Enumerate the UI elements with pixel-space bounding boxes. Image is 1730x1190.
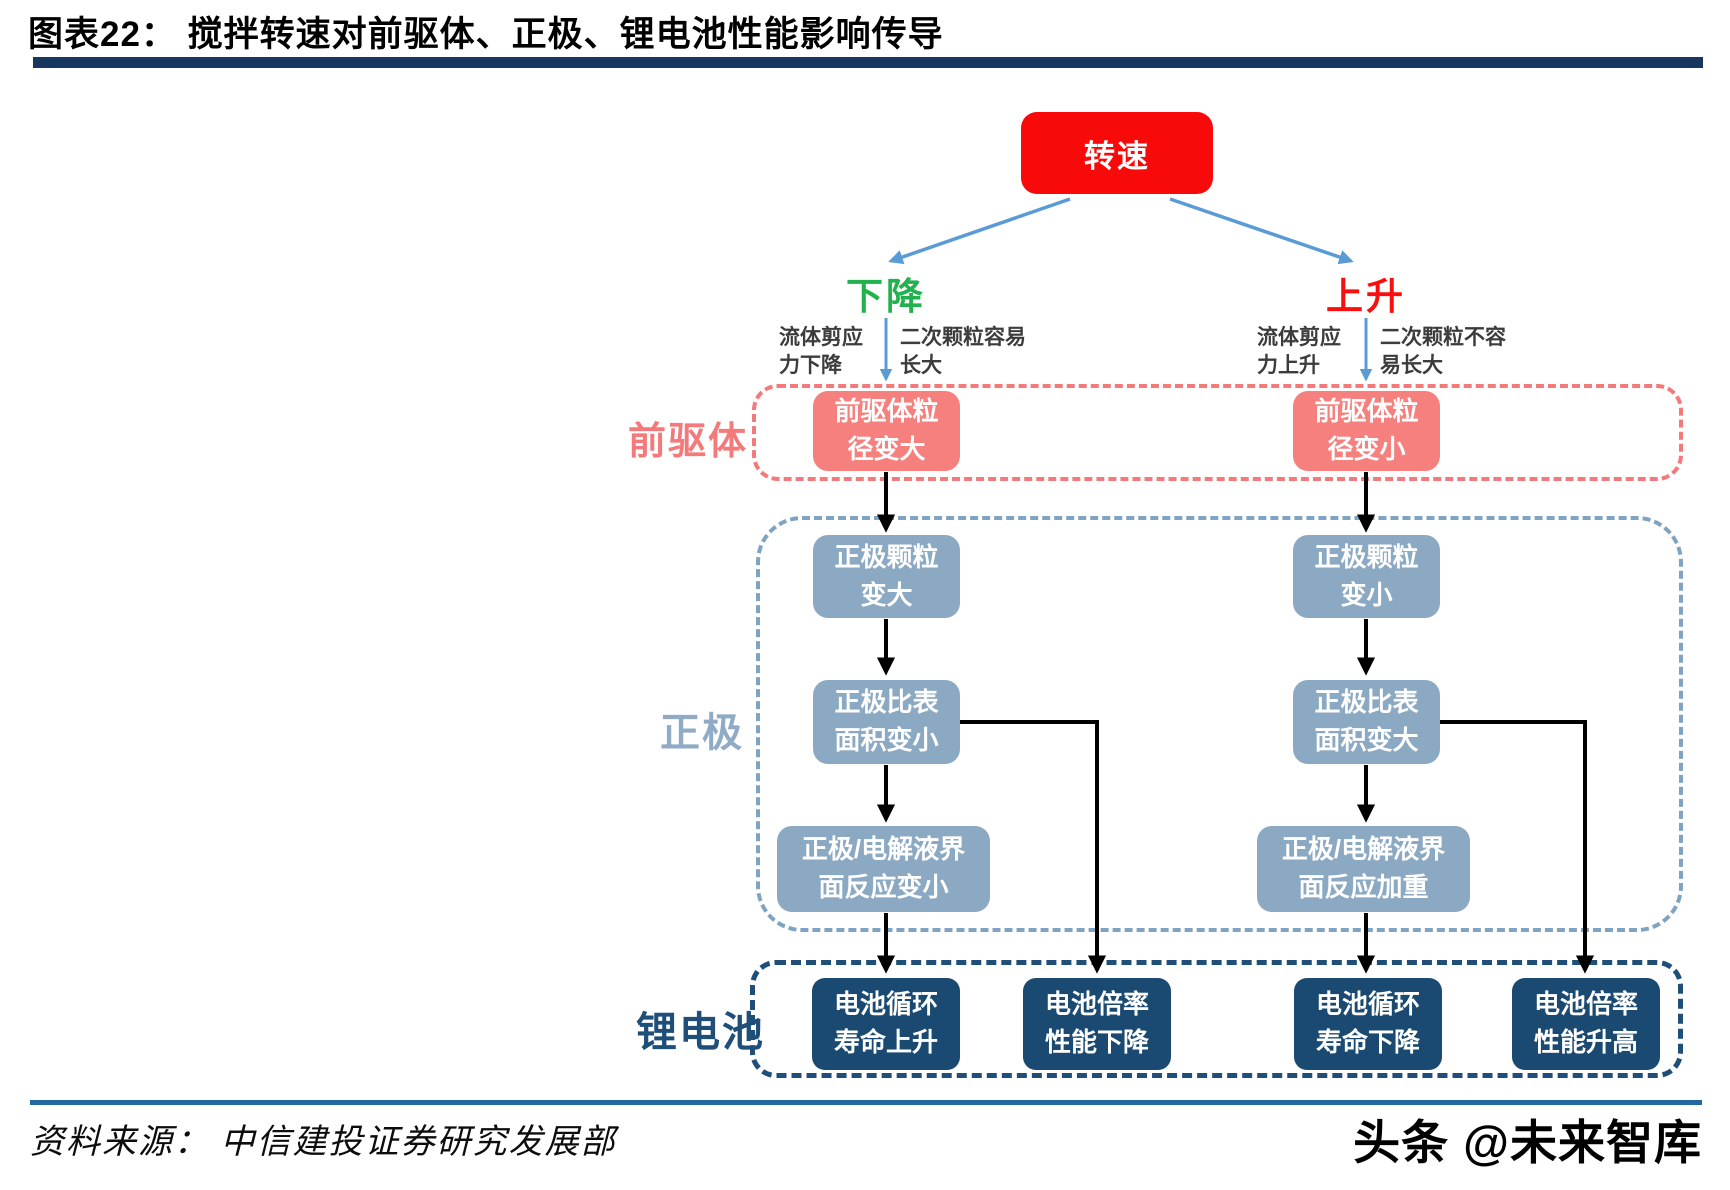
arrow-root-to-down (888, 197, 1071, 265)
source-note: 资料来源： 中信建投证券研究发展部 (30, 1124, 617, 1161)
battery-group-label: 锂电池 (636, 1009, 765, 1055)
title-rule (33, 57, 1703, 68)
node-cathode-surface-up: 正极比表 面积变大 (1293, 680, 1440, 764)
cathode-group-outline (756, 516, 1683, 932)
node-precursor-size-up: 前驱体粒 径变大 (813, 391, 960, 471)
node-rate-performance-down: 电池倍率 性能下降 (1023, 978, 1171, 1070)
node-cycle-life-up: 电池循环 寿命上升 (812, 978, 960, 1070)
node-cycle-life-down: 电池循环 寿命下降 (1294, 978, 1442, 1070)
node-interface-reaction-up: 正极/电解液界 面反应加重 (1257, 826, 1470, 912)
note-secondary-particle-no-grow: 二次颗粒不容 易长大 (1380, 326, 1506, 377)
node-cathode-particle-down: 正极颗粒 变小 (1293, 535, 1440, 618)
note-fluid-shear-decrease: 流体剪应 力下降 (779, 326, 863, 377)
precursor-group-outline (752, 384, 1683, 481)
root-node-speed: 转速 (1021, 112, 1213, 194)
cathode-group-label: 正极 (660, 711, 744, 755)
node-rate-performance-up: 电池倍率 性能升高 (1512, 978, 1660, 1070)
note-fluid-shear-increase: 流体剪应 力上升 (1257, 326, 1341, 377)
battery-group-outline (750, 960, 1683, 1078)
node-cathode-particle-up: 正极颗粒 变大 (813, 535, 960, 618)
watermark-toutiao: 头条 @未来智库 (1353, 1116, 1702, 1169)
branch-label-decrease: 下降 (846, 276, 926, 317)
node-cathode-surface-down: 正极比表 面积变小 (813, 680, 960, 764)
arrow-root-to-up (1169, 197, 1354, 265)
note-secondary-particle-grow: 二次颗粒容易 长大 (900, 326, 1026, 377)
figure-title: 图表22： 搅拌转速对前驱体、正极、锂电池性能影响传导 (28, 15, 944, 54)
node-precursor-size-down: 前驱体粒 径变小 (1293, 391, 1440, 471)
node-interface-reaction-down: 正极/电解液界 面反应变小 (777, 826, 990, 912)
branch-label-increase: 上升 (1326, 276, 1406, 317)
footer-rule (30, 1100, 1702, 1105)
precursor-group-label: 前驱体 (628, 421, 749, 463)
